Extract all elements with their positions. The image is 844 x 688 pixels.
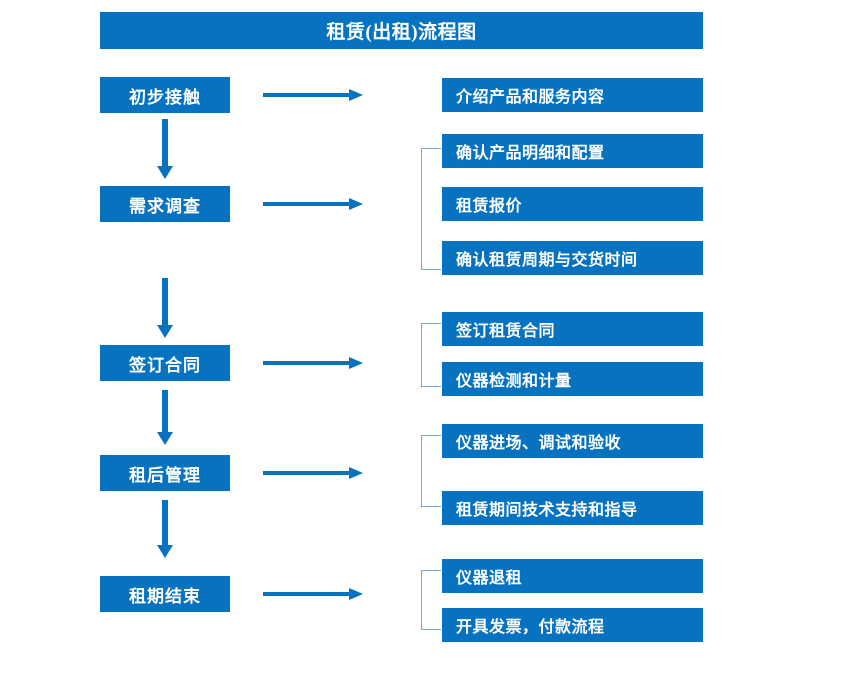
arrow-shaft <box>162 500 168 545</box>
arrow-shaft <box>263 202 351 206</box>
detail-box-5[interactable]: 签订租赁合同 <box>442 312 703 346</box>
detail-box-7[interactable]: 仪器进场、调试和验收 <box>442 424 703 458</box>
arrow-right-4 <box>263 465 363 481</box>
arrow-shaft <box>263 361 351 365</box>
group-bracket-2 <box>421 148 441 270</box>
arrow-down-3 <box>155 390 175 445</box>
detail-box-3[interactable]: 租赁报价 <box>442 187 703 221</box>
arrow-right-5 <box>263 586 363 602</box>
detail-box-2[interactable]: 确认产品明细和配置 <box>442 134 703 168</box>
arrow-head <box>157 545 173 558</box>
group-bracket-3 <box>421 323 441 387</box>
arrow-head <box>349 357 363 369</box>
stage-box-3[interactable]: 签订合同 <box>100 345 230 381</box>
arrow-right-2 <box>263 196 363 212</box>
arrow-shaft <box>162 278 168 325</box>
arrow-shaft <box>263 93 351 97</box>
arrow-right-3 <box>263 355 363 371</box>
arrow-head <box>349 198 363 210</box>
arrow-down-1 <box>155 119 175 179</box>
arrow-shaft <box>263 592 351 596</box>
detail-box-6[interactable]: 仪器检测和计量 <box>442 362 703 396</box>
arrow-shaft <box>263 471 351 475</box>
arrow-head <box>349 467 363 479</box>
arrow-down-4 <box>155 500 175 558</box>
group-bracket-4 <box>421 435 441 507</box>
detail-box-9[interactable]: 仪器退租 <box>442 559 703 593</box>
arrow-shaft <box>162 390 168 432</box>
stage-box-2[interactable]: 需求调查 <box>100 186 230 222</box>
detail-box-1[interactable]: 介绍产品和服务内容 <box>442 78 703 112</box>
stage-box-4[interactable]: 租后管理 <box>100 455 230 491</box>
arrow-right-1 <box>263 87 363 103</box>
arrow-shaft <box>162 119 168 166</box>
group-bracket-5 <box>421 570 441 630</box>
arrow-head <box>157 325 173 338</box>
arrow-head <box>157 432 173 445</box>
detail-box-10[interactable]: 开具发票，付款流程 <box>442 608 703 642</box>
stage-box-1[interactable]: 初步接触 <box>100 77 230 113</box>
arrow-down-2 <box>155 278 175 338</box>
detail-box-4[interactable]: 确认租赁周期与交货时间 <box>442 241 703 275</box>
arrow-head <box>349 588 363 600</box>
stage-box-5[interactable]: 租期结束 <box>100 576 230 612</box>
arrow-head <box>157 166 173 179</box>
detail-box-8[interactable]: 租赁期间技术支持和指导 <box>442 491 703 525</box>
arrow-head <box>349 89 363 101</box>
flowchart-title: 租赁(出租)流程图 <box>100 12 703 49</box>
